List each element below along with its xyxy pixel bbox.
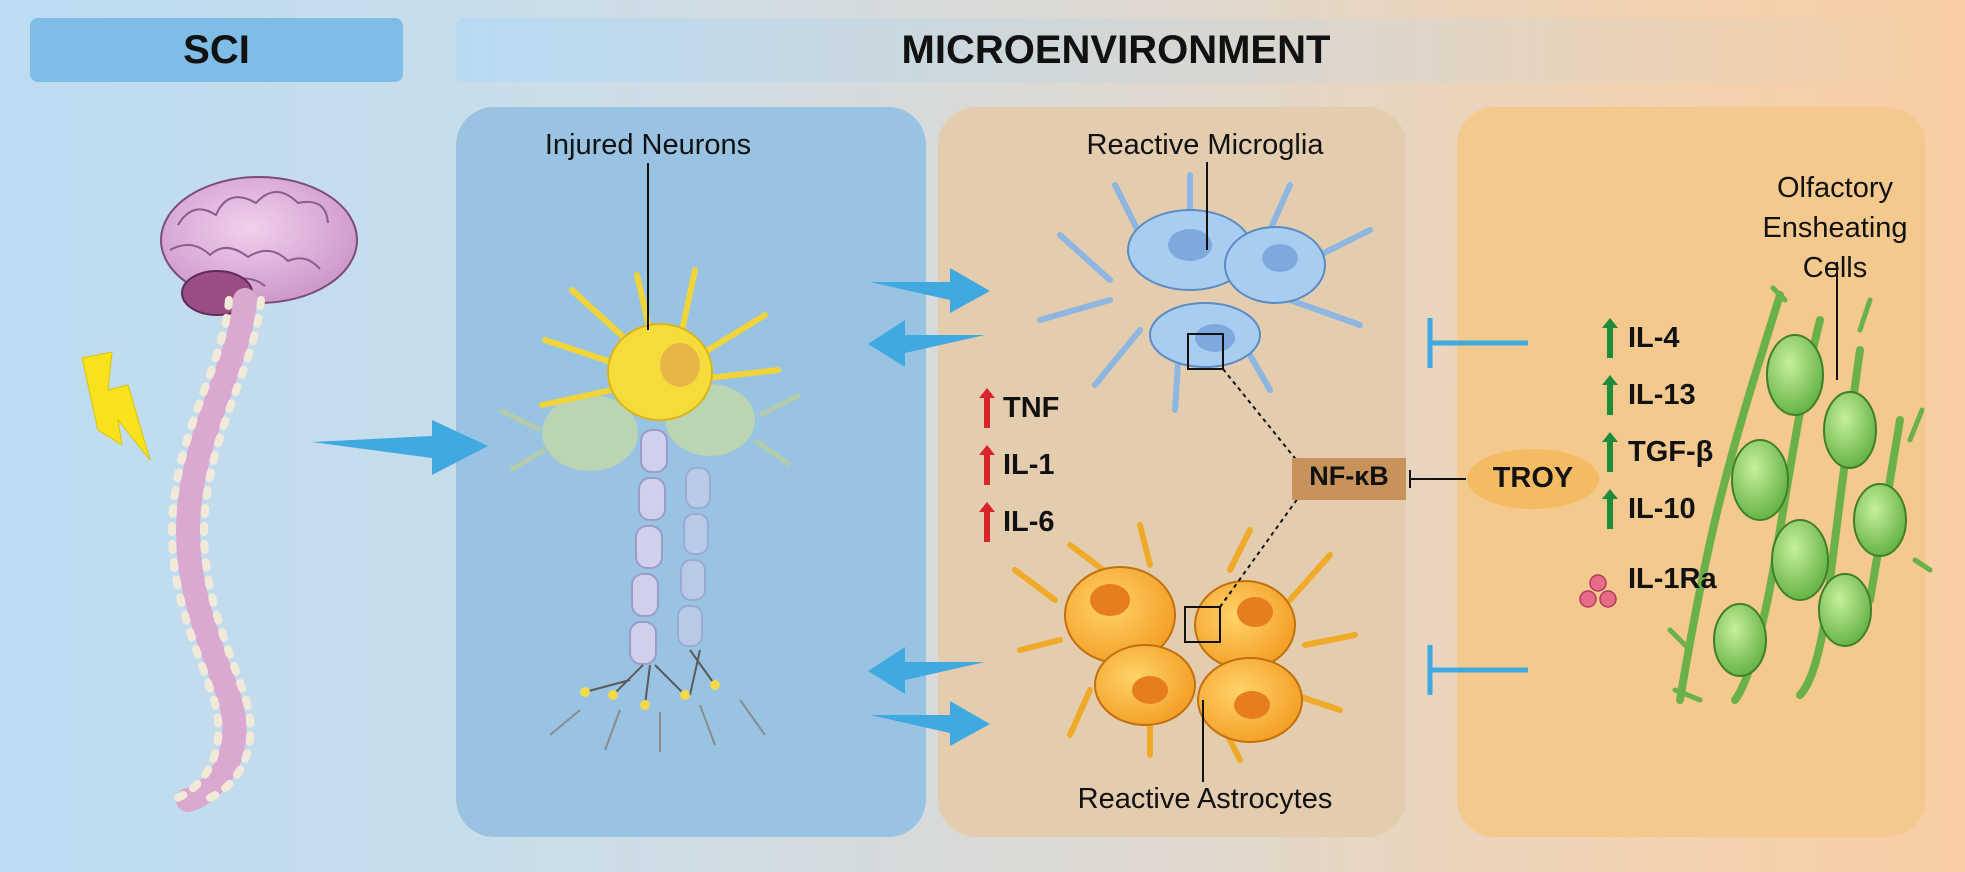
reactive-microglia-label: Reactive Microglia [1086, 129, 1324, 161]
microglia-zoom-box [1187, 333, 1224, 370]
arrow-sci-to-neurons [312, 420, 488, 475]
green-up-arrows [1602, 318, 1618, 529]
oec-illustration [1667, 285, 1933, 704]
red-up-arrows [979, 388, 995, 542]
brain-spinal-cord-illustration [160, 176, 358, 812]
neuron-illustration [498, 267, 802, 752]
astrocytes-nfkb-dotted-line [1219, 497, 1299, 608]
olfactory-label-line2: Ensheating [1762, 212, 1908, 244]
cytokine-il-13: IL-13 [1628, 379, 1696, 411]
cytokine-il-10: IL-10 [1628, 493, 1696, 525]
arrow-neurons-to-microglia [870, 268, 990, 313]
microenvironment-header-bar [456, 18, 1926, 82]
olfactory-label-line1: Olfactory [1776, 172, 1894, 204]
cytokine-il-1: IL-1 [1003, 449, 1055, 481]
arrow-astrocytes-to-neurons [868, 647, 985, 694]
cytokine-il-6: IL-6 [1003, 506, 1055, 538]
arrow-microglia-to-neurons [868, 320, 985, 367]
arrow-neurons-to-astrocytes [870, 701, 990, 746]
injured-neurons-label: Injured Neurons [544, 129, 752, 161]
olfactory-label-line3: Cells [1802, 252, 1868, 284]
microglia-nfkb-dotted-line [1222, 368, 1299, 463]
nfkb-label: NF-κB [1309, 461, 1389, 491]
cytokine-il-4: IL-4 [1628, 322, 1680, 354]
sci-header: SCI [183, 28, 250, 72]
reactive-astrocytes-label: Reactive Astrocytes [1077, 783, 1333, 815]
astrocytes-zoom-box [1184, 606, 1221, 643]
microenvironment-header: MICROENVIRONMENT [901, 28, 1331, 72]
troy-ellipse [1467, 449, 1599, 509]
troy-label: TROY [1492, 462, 1574, 494]
oec-panel [1457, 107, 1926, 837]
lightning-bolt-icon [81, 351, 151, 461]
nfkb-box [1292, 458, 1406, 500]
cytokine-il-1ra: IL-1Ra [1628, 563, 1717, 595]
cytokine-tgf-beta: TGF-β [1628, 436, 1714, 468]
il1ra-molecule-icon [1579, 574, 1617, 608]
cytokine-tnf: TNF [1003, 392, 1060, 424]
astrocyte-illustration [1012, 522, 1358, 763]
sci-header-bar [30, 18, 403, 82]
